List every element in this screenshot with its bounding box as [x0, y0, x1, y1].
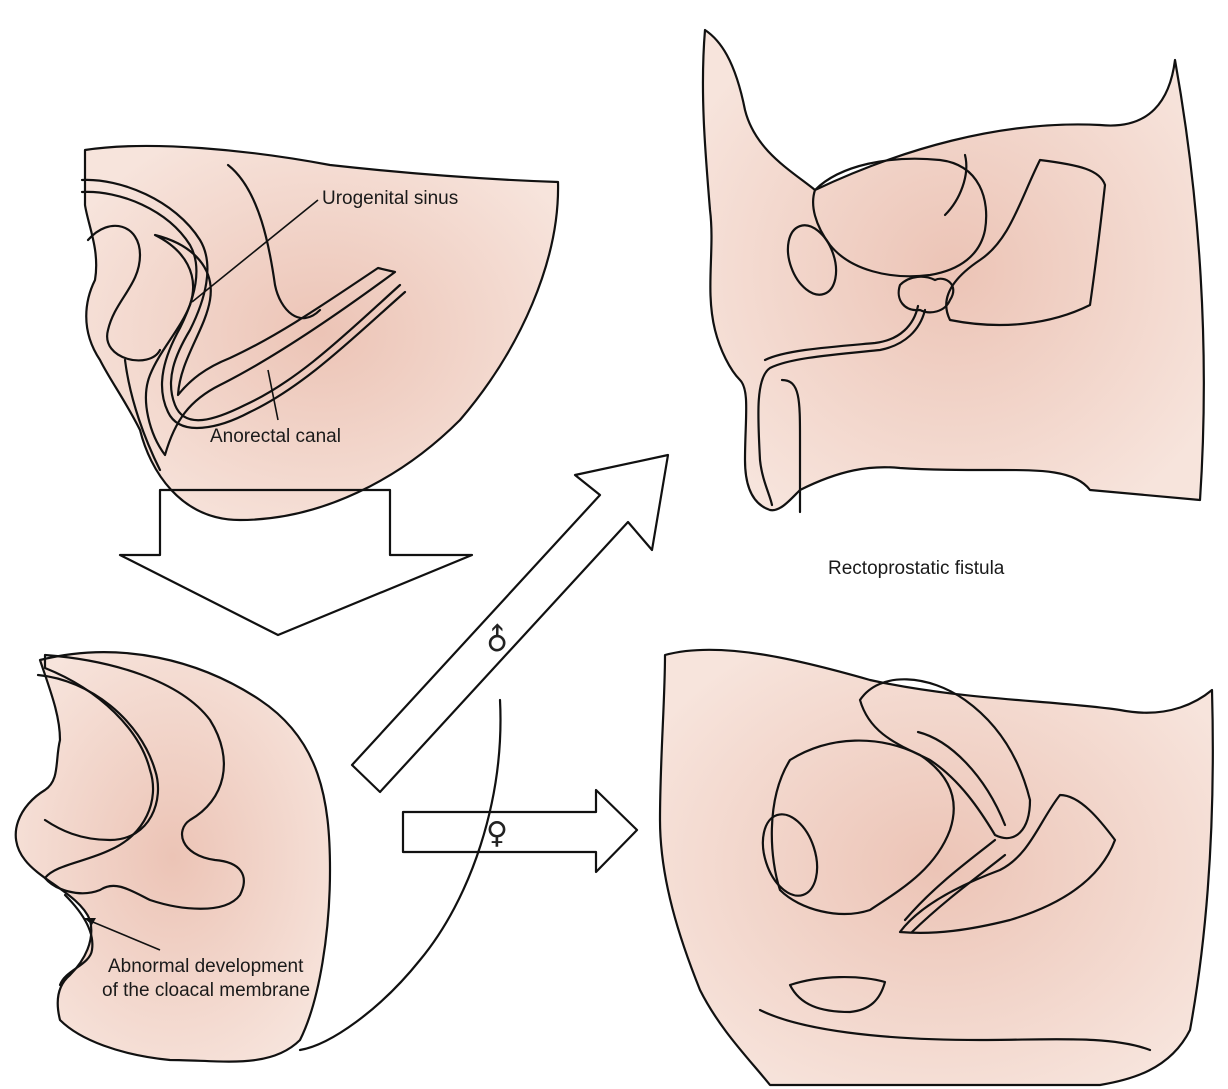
allantois-wall-inner — [80, 190, 407, 430]
abnormal-body — [14, 651, 332, 1063]
leader-urogenital-sinus — [191, 199, 319, 303]
panel-abnormal — [14, 651, 502, 1063]
label-anorectal-canal: Anorectal canal — [210, 426, 341, 447]
male-urethra — [763, 304, 920, 362]
rectoprostatic-fistula-tract — [757, 308, 927, 507]
panel-embryo-early — [80, 144, 560, 522]
cloacal-edge — [123, 358, 162, 472]
male-scrotum — [780, 378, 802, 514]
arrow-male: ♂ — [350, 453, 670, 794]
arrow-female: ♀ — [401, 788, 639, 874]
abnormal-wall — [36, 673, 160, 842]
female-body — [658, 648, 1214, 1087]
cloacal-membrane-defect — [58, 893, 94, 987]
female-pubic-bone — [761, 813, 819, 897]
panel-male — [701, 28, 1205, 514]
leader-arrowhead — [84, 918, 96, 925]
label-abnormal-development-1: Abnormal development — [108, 956, 304, 977]
male-pubic-bone — [786, 224, 838, 296]
abnormal-lumen — [43, 653, 245, 910]
panel-female — [658, 648, 1214, 1087]
urogenital-sinus-lumen — [144, 233, 397, 457]
dorsal-fold — [226, 163, 322, 320]
female-uterine-cavity — [916, 730, 1007, 827]
label-rectoprostatic-fistula: Rectoprostatic fistula — [828, 558, 1005, 579]
female-bladder — [770, 739, 955, 916]
female-rectum — [898, 793, 1117, 934]
arrow-down — [118, 488, 474, 637]
label-abnormal-development-2: of the cloacal membrane — [102, 980, 310, 1001]
male-prostate — [897, 275, 955, 314]
female-symbol: ♀ — [486, 816, 508, 851]
leader-cloacal-membrane — [87, 919, 161, 951]
male-rectum — [945, 158, 1107, 327]
male-body — [701, 28, 1205, 512]
abnormal-outer-curve — [298, 698, 502, 1052]
male-symbol: ♂ — [476, 618, 520, 662]
label-urogenital-sinus: Urogenital sinus — [322, 188, 458, 209]
female-vagina — [903, 838, 1007, 934]
embryo-body — [83, 144, 560, 522]
tail-fold — [86, 224, 162, 362]
female-cloaca — [788, 976, 887, 1014]
female-perineum — [758, 1008, 1152, 1052]
leader-anorectal-canal — [267, 369, 279, 421]
allantois-wall-outer — [80, 178, 402, 422]
male-urachus — [943, 153, 968, 217]
